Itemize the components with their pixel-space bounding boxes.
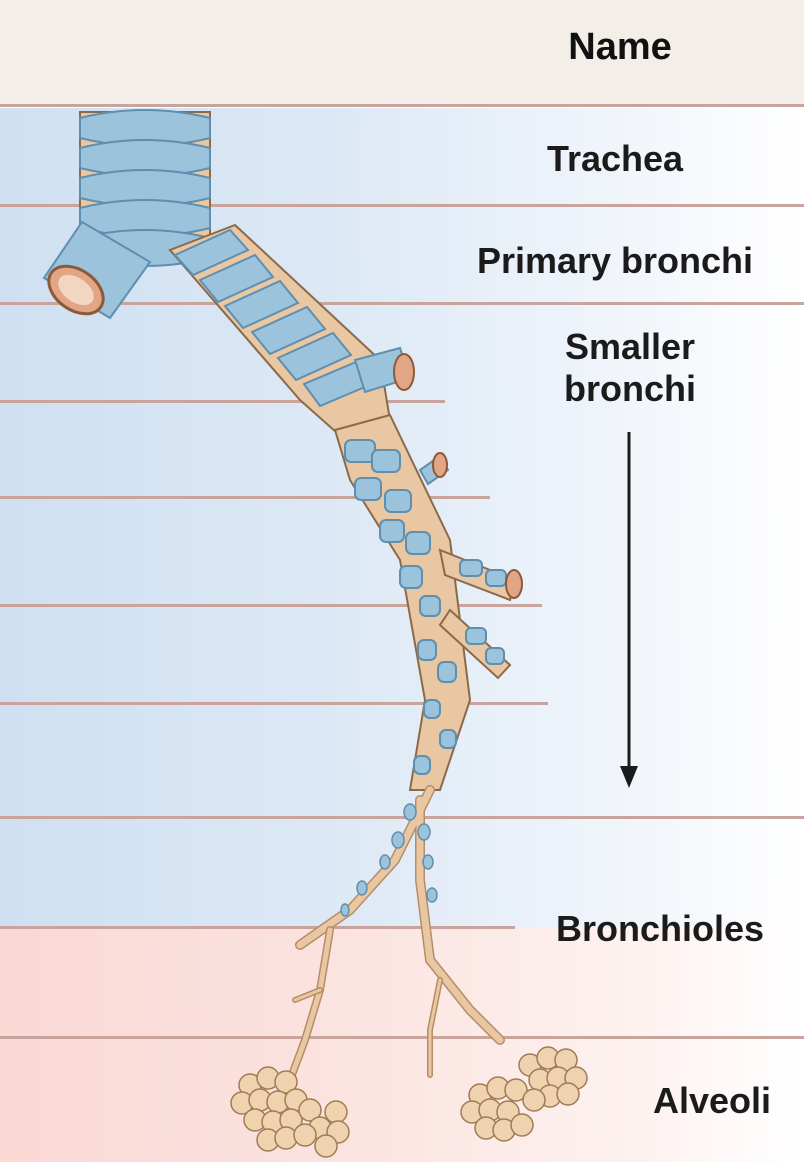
label-primary-bronchi: Primary bronchi [445,240,785,282]
down-arrow-icon [620,432,638,788]
label-bronchioles: Bronchioles [525,908,795,950]
primary-bronchus-shape [170,225,414,440]
smaller-bronchi-shape [335,415,522,790]
alveoli-cluster-left [231,1067,349,1157]
label-alveoli: Alveoli [632,1080,792,1122]
alveoli-cluster-right [461,1047,587,1141]
label-smaller-bronchi: Smaller bronchi [540,326,720,410]
label-trachea: Trachea [520,138,710,180]
